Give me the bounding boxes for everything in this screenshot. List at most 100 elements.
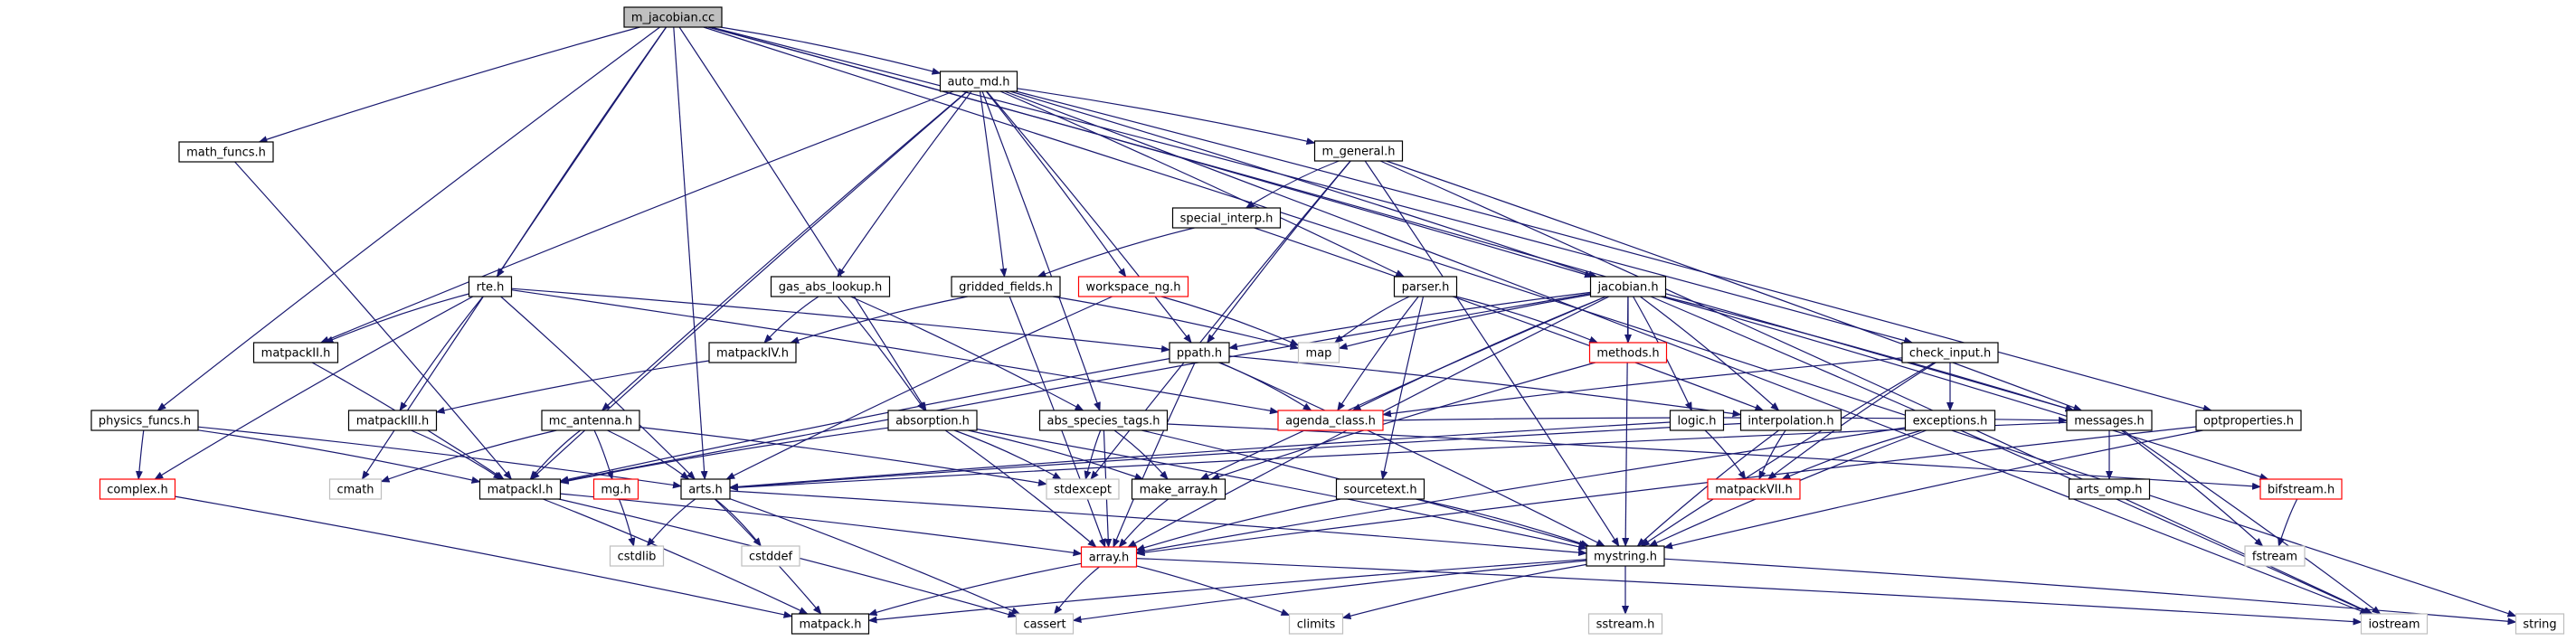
node-make-array-h[interactable]: make_array.h — [1131, 478, 1226, 500]
node-check-input-h[interactable]: check_input.h — [1901, 342, 1999, 363]
node-arts-omp-h[interactable]: arts_omp.h — [2068, 478, 2151, 500]
node-bifstream-h[interactable]: bifstream.h — [2259, 478, 2343, 500]
node-cassert[interactable]: cassert — [1015, 613, 1075, 635]
node-box — [2360, 613, 2429, 635]
node-gas-abs-lookup-h[interactable]: gas_abs_lookup.h — [770, 276, 891, 297]
edge-abs_species_tags_h-to-make_array_h — [1113, 429, 1169, 480]
node-array-h[interactable]: array.h — [1080, 546, 1138, 568]
node-label: special_interp.h — [1180, 212, 1274, 226]
edge-ppath_h-to-array_h — [1113, 362, 1196, 548]
node-abs-species-tags-h[interactable]: abs_species_tags.h — [1038, 410, 1169, 431]
node-box — [2259, 478, 2343, 500]
edge-matpackI_h-to-matpack_h — [543, 498, 809, 615]
node-label: agenda_class.h — [1285, 415, 1376, 429]
edge-m_general_h-to-special_interp_h — [1245, 160, 1340, 209]
edge-rte_h-to-arts_h — [500, 296, 696, 480]
node-ppath-h[interactable]: ppath.h — [1169, 342, 1230, 363]
node-jacobian-h[interactable]: jacobian.h — [1589, 276, 1667, 297]
node-gridded-fields-h[interactable]: gridded_fields.h — [951, 276, 1061, 297]
edge-array_h-to-iostream — [1136, 558, 2363, 626]
node-label: m_jacobian.cc — [631, 12, 715, 25]
node-cstdlib[interactable]: cstdlib — [609, 545, 665, 567]
node-box — [1080, 546, 1138, 568]
node-matpackI-h[interactable]: matpackI.h — [478, 478, 562, 500]
node-label: cassert — [1023, 618, 1065, 632]
node-matpack-h[interactable]: matpack.h — [791, 613, 870, 635]
node-label: messages.h — [2074, 415, 2145, 429]
edge-abs_species_tags_h-to-bifstream_h — [1167, 423, 2261, 490]
node-arts-h[interactable]: arts.h — [680, 478, 731, 500]
node-iostream[interactable]: iostream — [2360, 613, 2429, 635]
node-workspace-ng-h[interactable]: workspace_ng.h — [1077, 276, 1189, 297]
node-parser-h[interactable]: parser.h — [1393, 276, 1458, 297]
edge-auto_md_h-to-ppath_h — [986, 90, 1192, 344]
node-m-jacobian-cc[interactable]: m_jacobian.cc — [623, 6, 723, 28]
node-rte-h[interactable]: rte.h — [468, 276, 513, 297]
edge-m_jacobian_cc-to-messages_h — [708, 26, 2075, 412]
edge-absorption_h-to-array_h — [944, 429, 1097, 548]
node-box — [1038, 410, 1169, 431]
node-auto-md-h[interactable]: auto_md.h — [939, 71, 1018, 92]
node-box — [680, 478, 731, 500]
node-absorption-h[interactable]: absorption.h — [887, 410, 978, 431]
edge-exceptions_h-to-matpackVII_h — [1781, 429, 1922, 480]
node-agenda-class-h[interactable]: agenda_class.h — [1277, 410, 1384, 431]
node-optproperties-h[interactable]: optproperties.h — [2195, 410, 2302, 431]
node-label: cstddef — [749, 551, 793, 564]
node-complex-h[interactable]: complex.h — [99, 478, 176, 500]
edge-rte_h-to-matpackII_h — [324, 293, 469, 344]
node-stdexcept[interactable]: stdexcept — [1046, 478, 1120, 500]
node-cstddef[interactable]: cstddef — [741, 545, 800, 567]
node-cmath[interactable]: cmath — [328, 478, 383, 500]
node-label: iostream — [2368, 618, 2420, 632]
node-exceptions-h[interactable]: exceptions.h — [1904, 410, 1996, 431]
node-label: arts.h — [688, 484, 723, 497]
node-mystring-h[interactable]: mystring.h — [1586, 545, 1665, 567]
edge-messages_h-to-arts_h — [729, 421, 2068, 492]
node-methods-h[interactable]: methods.h — [1588, 342, 1668, 363]
node-box — [2068, 478, 2151, 500]
node-mg-h[interactable]: mg.h — [592, 478, 639, 500]
node-box — [1277, 410, 1384, 431]
edge-m_jacobian_cc-to-string — [703, 26, 2517, 617]
node-matpackVII-h[interactable]: matpackVII.h — [1707, 478, 1801, 500]
node-box — [1288, 613, 1344, 635]
edge-ppath_h-to-interpolation_h — [1228, 355, 1742, 418]
edge-arts_h-to-mystring_h — [729, 490, 1587, 557]
node-matpackII-h[interactable]: matpackII.h — [252, 342, 339, 363]
node-string[interactable]: string — [2514, 613, 2565, 635]
edge-mc_antenna_h-to-stdexcept — [639, 426, 1047, 486]
edge-rte_h-to-matpackIII_h — [399, 296, 484, 411]
edge-m_jacobian_cc-to-arts_h — [673, 26, 708, 480]
edge-make_array_h-to-array_h — [1118, 498, 1170, 548]
node-messages-h[interactable]: messages.h — [2066, 410, 2153, 431]
node-box — [1169, 342, 1230, 363]
node-fstream[interactable]: fstream — [2244, 545, 2306, 567]
node-interpolation-h[interactable]: interpolation.h — [1739, 410, 1842, 431]
node-mc-antenna-h[interactable]: mc_antenna.h — [541, 410, 640, 431]
node-matpackIV-h[interactable]: matpackIV.h — [708, 342, 797, 363]
edge-matpackIV_h-to-matpackIII_h — [435, 360, 710, 414]
edge-jacobian_h-to-map — [1338, 294, 1591, 350]
edge-m_general_h-to-iostream — [1379, 160, 2373, 615]
node-special-interp-h[interactable]: special_interp.h — [1171, 207, 1282, 229]
node-m-general-h[interactable]: m_general.h — [1313, 140, 1404, 162]
node-sourcetext-h[interactable]: sourcetext.h — [1335, 478, 1425, 500]
node-label: cstdlib — [618, 551, 657, 564]
node-math-funcs-h[interactable]: math_funcs.h — [178, 141, 274, 163]
edge-auto_md_h-to-abs_species_tags_h — [981, 90, 1101, 411]
node-label: methods.h — [1596, 347, 1659, 361]
node-logic-h[interactable]: logic.h — [1669, 410, 1725, 431]
node-physics-funcs-h[interactable]: physics_funcs.h — [90, 410, 199, 431]
edge-absorption_h-to-make_array_h — [968, 429, 1144, 480]
node-label: ppath.h — [1177, 347, 1222, 361]
node-climits[interactable]: climits — [1288, 613, 1344, 635]
node-label: bifstream.h — [2268, 484, 2334, 497]
node-box — [2514, 613, 2565, 635]
edge-arts_h-to-cassert — [729, 498, 1021, 615]
edge-complex_h-to-matpack_h — [175, 495, 793, 618]
node-matpackIII-h[interactable]: matpackIII.h — [347, 410, 438, 431]
node-map[interactable]: map — [1297, 342, 1340, 363]
edge-mystring_h-to-cassert — [1072, 560, 1587, 624]
node-sstream-h[interactable]: sstream.h — [1587, 613, 1663, 635]
